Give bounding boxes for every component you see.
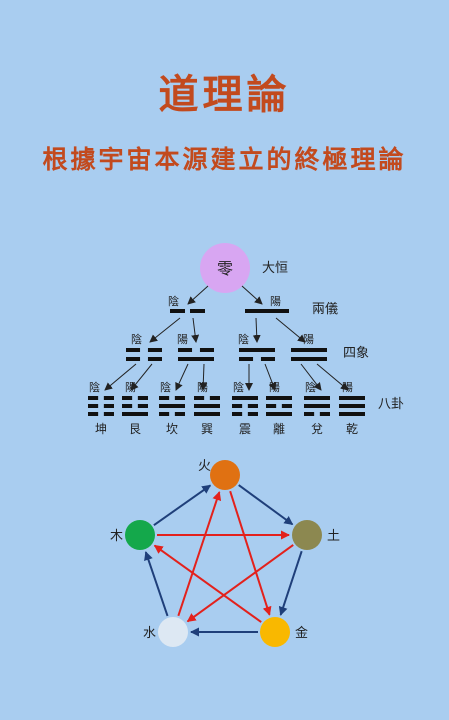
edge-origin-yin	[187, 285, 209, 305]
edge	[199, 363, 208, 391]
sixiang-symbol	[239, 348, 275, 361]
trigram-6	[266, 396, 292, 416]
page-subtitle: 根據宇宙本源建立的終極理論	[42, 145, 407, 174]
sixiang-symbols	[126, 348, 327, 361]
yinyang-tree: 零 大恒 陰 陽 兩儀 陰 陽 陰 陽 四象	[88, 243, 404, 436]
origin-circle	[200, 243, 250, 293]
wuxing-diagram: 火土金 水 木	[110, 459, 340, 647]
control-arrow	[153, 544, 262, 623]
sixiang-symbol	[291, 348, 327, 361]
yang-label: 陽	[269, 381, 280, 394]
edge-l1-3	[275, 317, 306, 343]
generation-arrow	[153, 484, 212, 527]
yin-label: 陰	[168, 294, 179, 308]
yin-label: 陰	[160, 380, 171, 394]
element-earth-circle	[292, 520, 322, 550]
level-label-liangyi: 兩儀	[312, 302, 338, 317]
yin-label: 陰	[131, 332, 142, 346]
edge	[130, 363, 153, 391]
trigram-name: 巽	[201, 422, 213, 436]
control-arrow	[229, 490, 272, 616]
generation-arrow	[238, 484, 294, 526]
bigram-yang	[245, 309, 289, 313]
element-wood-label: 木	[110, 529, 123, 544]
yang-label: 陽	[303, 333, 314, 346]
edge-l1-2	[252, 317, 261, 343]
page-title: 道理論	[158, 71, 291, 118]
element-water-circle	[158, 617, 188, 647]
sixiang-symbol	[178, 348, 214, 361]
control-arrow	[177, 491, 222, 617]
edge	[175, 363, 189, 391]
element-wood-circle	[125, 520, 155, 550]
trigram-8	[339, 396, 365, 416]
level-label-taiheng: 大恒	[262, 261, 288, 276]
yang-label: 陽	[177, 333, 188, 346]
element-earth-label: 土	[327, 529, 340, 544]
trigram-name: 離	[273, 422, 285, 436]
edge	[316, 363, 349, 391]
yin-label: 陰	[233, 380, 244, 394]
yang-label: 陽	[197, 381, 208, 394]
edge	[264, 363, 277, 391]
trigram-name: 坤	[95, 421, 107, 436]
edge	[300, 363, 322, 391]
trigram-4	[194, 396, 220, 416]
edge	[104, 363, 137, 391]
edge-l1-0	[149, 317, 181, 343]
trigram-name: 乾	[346, 422, 358, 436]
element-fire-circle	[210, 460, 240, 490]
trigram-1	[88, 396, 114, 416]
yang-label: 陽	[270, 295, 281, 308]
trigram-yinyang-labels: 陰陽陰陽陰陽陰陽	[89, 380, 353, 394]
yin-label: 陰	[305, 380, 316, 394]
element-water-label: 水	[143, 626, 156, 641]
generation-arrow	[278, 550, 303, 616]
yang-label: 陽	[342, 381, 353, 394]
trigram-2	[122, 396, 148, 416]
trigram-edges	[104, 363, 349, 391]
level-label-bagua: 八卦	[378, 397, 404, 412]
origin-label: 零	[217, 259, 233, 278]
trigram-name: 兌	[311, 422, 323, 436]
edge-l1-1	[191, 317, 200, 343]
generation-arrow	[144, 551, 169, 617]
trigram-7	[304, 396, 330, 416]
trigram-symbols: 坤艮坎巽震離兌乾	[88, 396, 365, 436]
sixiang-symbol	[126, 348, 162, 361]
yang-label: 陽	[125, 381, 136, 394]
element-fire-label: 火	[198, 459, 211, 474]
trigram-name: 坎	[166, 422, 178, 436]
control-arrow	[186, 544, 294, 623]
level-label-sixiang: 四象	[343, 346, 369, 361]
yin-label: 陰	[89, 380, 100, 394]
element-metal-label: 金	[295, 625, 308, 641]
trigram-name: 震	[239, 422, 251, 436]
yin-label: 陰	[238, 332, 249, 346]
edge-origin-yang	[241, 285, 263, 305]
trigram-3	[159, 396, 185, 416]
bigram-yin	[170, 309, 205, 313]
trigram-name: 艮	[129, 422, 141, 436]
trigram-5	[232, 396, 258, 416]
element-metal-circle	[260, 617, 290, 647]
